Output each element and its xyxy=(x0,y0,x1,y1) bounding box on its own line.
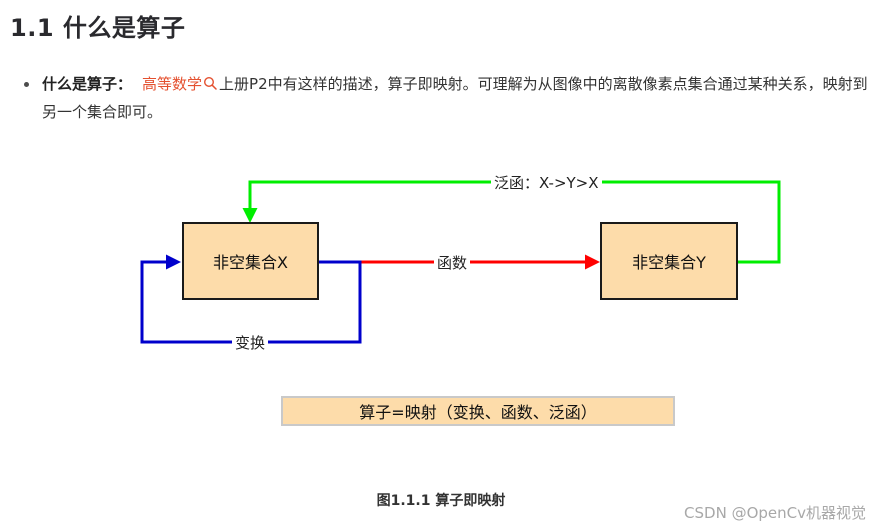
section-heading: 1.1 什么是算子 xyxy=(10,14,186,42)
figure-caption: 图1.1.1 算子即映射 xyxy=(376,493,506,509)
higher-math-link-label: 高等数学 xyxy=(142,75,203,93)
functional-label: 泛函：X->Y>X xyxy=(491,174,602,192)
set-y-label: 非空集合Y xyxy=(632,253,706,272)
search-icon[interactable] xyxy=(203,76,217,90)
operator-formula-box: 算子=映射（变换、函数、泛函） xyxy=(281,396,675,426)
higher-math-link[interactable]: 高等数学 xyxy=(142,75,219,93)
bullet-dot xyxy=(24,82,29,87)
operator-formula-label: 算子=映射（变换、函数、泛函） xyxy=(359,403,597,422)
set-y-box: 非空集合Y xyxy=(600,222,738,300)
csdn-watermark: CSDN @OpenCv机器视觉 xyxy=(684,504,866,522)
bullet-term: 什么是算子： xyxy=(42,75,133,93)
bullet-description: 上册P2中有这样的描述，算子即映射。可理解为从图像中的离散像素点集合通过某种关系… xyxy=(42,75,868,121)
set-x-label: 非空集合X xyxy=(213,253,288,272)
transform-label: 变换 xyxy=(232,334,269,352)
set-x-box: 非空集合X xyxy=(182,222,319,300)
bullet-item: 什么是算子： 高等数学 上册P2中有这样的描述，算子即映射。可理解为从图像中的离散… xyxy=(24,70,874,126)
bullet-text: 什么是算子： 高等数学 上册P2中有这样的描述，算子即映射。可理解为从图像中的离散… xyxy=(42,70,874,126)
function-label: 函数 xyxy=(434,254,471,272)
